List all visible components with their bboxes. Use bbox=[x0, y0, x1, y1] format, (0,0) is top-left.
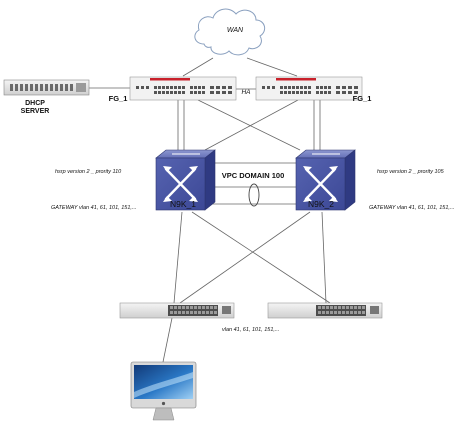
firewall-ports bbox=[136, 86, 232, 94]
link-nexus-right-access-right bbox=[321, 211, 327, 304]
link-wan-fw-left bbox=[182, 57, 214, 77]
fw-left-label: FG_1 bbox=[109, 94, 128, 103]
access-switch-left bbox=[119, 302, 235, 319]
cloud-icon bbox=[194, 8, 266, 56]
link-fw-right-nexus-left bbox=[204, 99, 299, 151]
links bbox=[89, 57, 331, 363]
nexus-right-label: N9K_2 bbox=[308, 199, 334, 209]
vpc-domain-label: VPC DOMAIN 100 bbox=[222, 171, 285, 180]
link-nexus-right-access-left bbox=[179, 211, 311, 304]
wan-label: WAN bbox=[227, 27, 244, 34]
workstation bbox=[130, 361, 197, 421]
dhcp-server: DHCP SERVER bbox=[3, 79, 90, 115]
fw-right-label: FG_1 bbox=[353, 94, 372, 103]
access-vlan-note: vlan 41, 61, 101, 151,... bbox=[222, 327, 280, 333]
wan-cloud: WAN bbox=[194, 8, 266, 56]
switch-ports bbox=[170, 306, 217, 314]
nexus-side-face bbox=[204, 149, 216, 211]
switch-ports bbox=[318, 306, 365, 314]
link-nexus-left-access-left bbox=[173, 211, 183, 304]
server-panel bbox=[76, 83, 86, 92]
switch-arrows-icon bbox=[164, 167, 197, 201]
hsrp-left-note: hsrp version 2 _ prority 110 bbox=[55, 169, 122, 175]
fortinet-logo bbox=[150, 78, 190, 81]
screen-swoosh bbox=[134, 372, 193, 398]
firewall-left: FG_1 bbox=[109, 76, 237, 103]
port-channel-ring bbox=[248, 183, 260, 207]
firewall-ports bbox=[262, 86, 358, 94]
nexus-left-label: N9K_1 bbox=[170, 199, 196, 209]
firewall-right: FG_1 bbox=[255, 76, 372, 103]
ha-label: HA bbox=[241, 89, 250, 96]
switch-port-block bbox=[316, 305, 366, 316]
switch-port-block bbox=[168, 305, 218, 316]
link-access-workstation bbox=[162, 317, 173, 363]
nexus-left: N9K_1 bbox=[155, 149, 216, 211]
switch-arrowheads bbox=[303, 166, 338, 202]
gateway-left-note: GATEWAY vlan 41, 61, 101, 151,... bbox=[51, 205, 137, 211]
switch-uplinks bbox=[370, 306, 379, 314]
hsrp-right-note: hsrp version 2 _ prority 105 bbox=[377, 169, 445, 175]
monitor-stand bbox=[152, 407, 175, 421]
link-nexus-left-access-right bbox=[191, 211, 331, 304]
access-switch-right bbox=[267, 302, 383, 319]
apple-logo-icon bbox=[161, 401, 166, 406]
dhcp-label-line1: DHCP bbox=[25, 100, 45, 107]
nexus-right: N9K_2 bbox=[295, 149, 356, 211]
gateway-right-note: GATEWAY vlan 41, 61, 101, 151,... bbox=[369, 205, 455, 211]
nexus-side-face bbox=[344, 149, 356, 211]
switch-arrows-icon bbox=[304, 167, 337, 201]
dhcp-label-line2: SERVER bbox=[21, 108, 50, 115]
link-fw-left-nexus-right bbox=[197, 99, 301, 151]
server-drive-bays bbox=[10, 84, 73, 91]
fortinet-logo bbox=[276, 78, 316, 81]
switch-arrowheads bbox=[163, 166, 198, 202]
switch-uplinks bbox=[222, 306, 231, 314]
link-wan-fw-right bbox=[246, 57, 298, 77]
